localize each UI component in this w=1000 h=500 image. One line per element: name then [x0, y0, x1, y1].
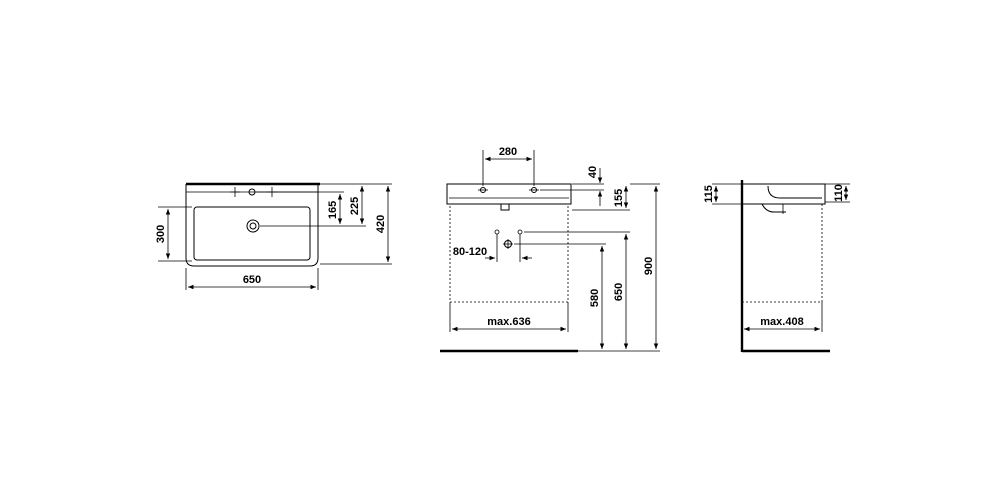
- front-view: 280 40 155 80-120 max.636 580 650: [440, 146, 660, 353]
- cabinet-side-outline: [741, 203, 823, 303]
- dimension-300-label: 300: [155, 225, 167, 243]
- dimension-155-label: 155: [613, 189, 625, 207]
- connection-points: [494, 229, 523, 249]
- side-view: 115 110 max.408: [703, 180, 850, 353]
- bowl-outline: [193, 206, 311, 261]
- dimension-80-120-label: 80-120: [453, 246, 487, 258]
- waste-trap-curve: [761, 203, 786, 213]
- basin-outline: [185, 184, 319, 267]
- dimension-115-label: 115: [703, 185, 715, 203]
- dimension-225-label: 225: [349, 197, 361, 215]
- dimension-650-label: 650: [243, 274, 261, 286]
- dimension-280-label: 280: [499, 146, 517, 158]
- tap-hole-markers-front: [478, 187, 539, 193]
- dimension-900-label: 900: [643, 257, 655, 275]
- dimension-165-label: 165: [327, 201, 339, 219]
- dimension-420-label: 420: [375, 215, 387, 233]
- top-view: 300 650 165 225 420: [155, 182, 392, 290]
- dimension-max-408-label: max.408: [760, 316, 803, 328]
- basin-side-outline: [742, 183, 826, 205]
- waste-outlet: [500, 204, 510, 211]
- drain-symbol: [246, 219, 260, 233]
- dimension-580-label: 580: [589, 289, 601, 307]
- dimension-max-636-label: max.636: [487, 316, 530, 328]
- dimension-110-label: 110: [833, 184, 845, 202]
- dimension-40-label: 40: [587, 166, 599, 178]
- bowl-curve: [767, 185, 822, 199]
- dimension-650-height-label: 650: [613, 283, 625, 301]
- basin-front-outline: [446, 183, 572, 205]
